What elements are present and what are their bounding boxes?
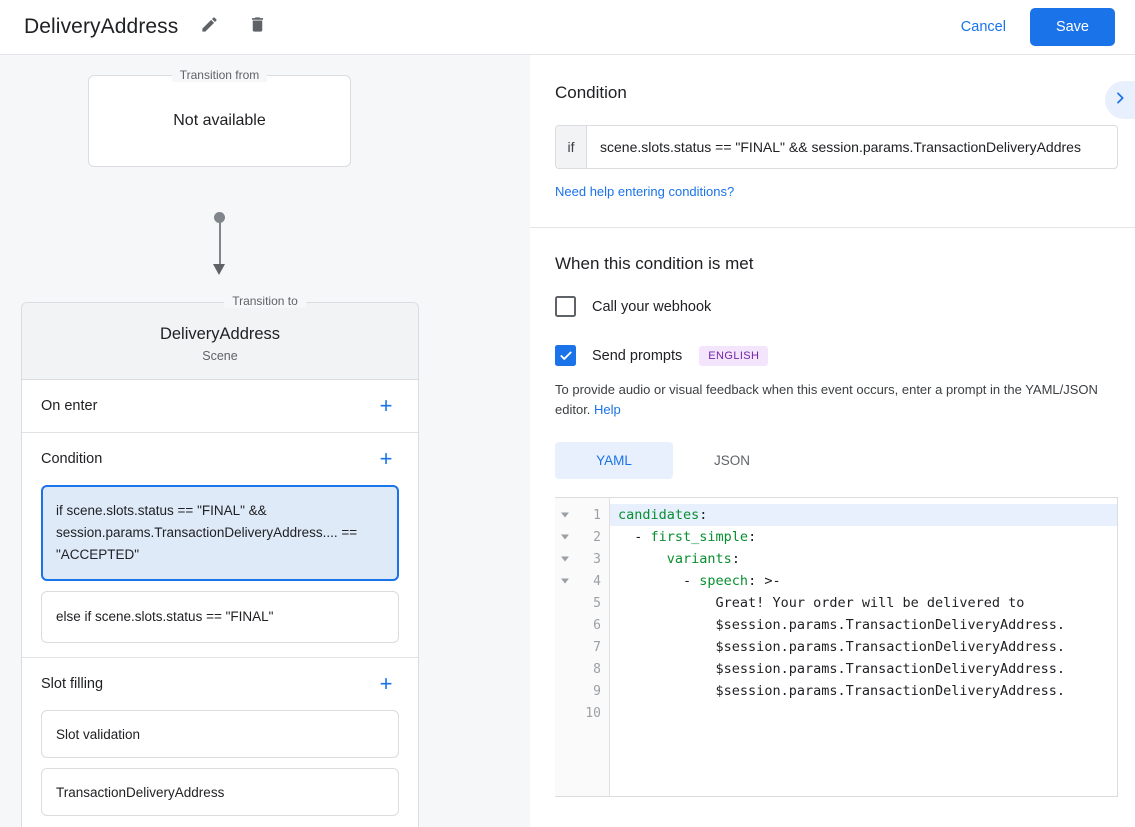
right-panel: Condition if Need help entering conditio… [530, 55, 1135, 827]
expand-panel-button[interactable] [1105, 81, 1135, 119]
add-icon[interactable]: + [379, 671, 393, 696]
code-line: $session.params.TransactionDeliveryAddre… [715, 639, 1066, 655]
condition-list-item[interactable]: if scene.slots.status == "FINAL" && sess… [41, 485, 399, 581]
condition-heading: Condition [555, 83, 627, 102]
cancel-button[interactable]: Cancel [945, 10, 1022, 44]
left-panel: Transition from Not available Transition… [0, 55, 530, 827]
section-header: Slot filling + [41, 658, 399, 710]
section-title: Slot filling [41, 676, 104, 692]
prompt-description: To provide audio or visual feedback when… [555, 380, 1122, 420]
call-webhook-checkbox[interactable] [555, 296, 576, 317]
fold-caret-icon[interactable] [561, 556, 569, 562]
section-header: Condition + [41, 433, 399, 485]
code-line: $session.params.TransactionDeliveryAddre… [715, 617, 1066, 633]
top-bar-actions: Cancel Save [945, 8, 1115, 46]
connector-line [219, 217, 221, 267]
code-line: Great! Your order will be delivered to [715, 595, 1025, 611]
line-number: 7 [593, 639, 601, 655]
transition-to-name: DeliveryAddress [159, 325, 281, 343]
condition-if-label: if [556, 126, 587, 168]
list-item[interactable]: TransactionDeliveryAddress [41, 768, 399, 816]
condition-input-row[interactable]: if [555, 125, 1118, 169]
condition-input[interactable] [587, 126, 1117, 168]
list-item[interactable]: Slot validation [41, 710, 399, 758]
scene-sections: On enter + Condition + if scene.slots.status… [22, 380, 418, 827]
transition-to-header: DeliveryAddress Scene [22, 303, 418, 380]
pencil-icon [200, 15, 219, 39]
line-number: 4 [555, 570, 609, 592]
condition-list-item[interactable]: else if scene.slots.status == "FINAL" [41, 591, 399, 643]
code-line: - speech: >- [618, 573, 781, 589]
section-condition: Condition + if scene.slots.status == "FINA… [22, 433, 418, 658]
page-title: DeliveryAddress [24, 15, 179, 38]
transition-to-subtitle: Scene [202, 349, 238, 363]
send-prompts-label: Send prompts [592, 347, 683, 364]
when-condition-met-section: When this condition is met Call your web… [530, 228, 1135, 797]
code-line: variants: [666, 551, 740, 567]
code-line: candidates: [610, 504, 1117, 526]
call-webhook-label: Call your webhook [592, 298, 712, 315]
webhook-row[interactable]: Call your webhook [555, 296, 1135, 317]
app-top-bar: DeliveryAddress Cancel Save [0, 0, 1135, 55]
delete-button[interactable] [240, 10, 274, 44]
section-header: On enter + [41, 380, 399, 432]
section-on-enter: On enter + [22, 380, 418, 433]
line-number: 2 [555, 526, 609, 548]
add-icon[interactable]: + [379, 393, 393, 418]
code-line: $session.params.TransactionDeliveryAddre… [715, 683, 1066, 699]
condition-section: Condition if Need help entering conditio… [530, 55, 1135, 228]
transition-from-card: Transition from Not available [88, 68, 351, 167]
prompt-help-link[interactable]: Help [594, 402, 621, 417]
line-number: 8 [593, 661, 601, 677]
line-number: 1 [555, 504, 609, 526]
code-line: - first_simple: [618, 529, 757, 545]
transition-from-legend: Transition from [171, 68, 268, 82]
chevron-right-icon [1112, 90, 1128, 111]
line-number: 5 [593, 595, 601, 611]
line-number: 3 [555, 548, 609, 570]
condition-help-link[interactable]: Need help entering conditions? [555, 184, 735, 199]
language-chip[interactable]: ENGLISH [699, 345, 769, 366]
section-body: if scene.slots.status == "FINAL" && sess… [41, 485, 399, 657]
fold-caret-icon[interactable] [561, 578, 569, 584]
tab-json[interactable]: JSON [713, 453, 750, 468]
prompt-description-text: To provide audio or visual feedback when… [555, 382, 1098, 417]
section-title: Condition [41, 451, 103, 467]
trash-icon [248, 15, 267, 39]
edit-name-button[interactable] [192, 10, 226, 44]
editor-format-tabs: YAML JSON [555, 442, 1135, 479]
code-line: $session.params.TransactionDeliveryAddre… [715, 661, 1066, 677]
transition-to-legend: Transition to [224, 294, 306, 308]
send-prompts-row[interactable]: Send prompts ENGLISH [555, 345, 1135, 366]
add-icon[interactable]: + [379, 446, 393, 471]
fold-caret-icon[interactable] [561, 512, 569, 518]
send-prompts-checkbox[interactable] [555, 345, 576, 366]
line-number: 10 [585, 705, 601, 721]
when-met-heading: When this condition is met [555, 254, 754, 273]
section-title: On enter [41, 398, 98, 414]
fold-caret-icon[interactable] [561, 534, 569, 540]
code-line [610, 702, 1117, 724]
line-number: 6 [593, 617, 601, 633]
save-button[interactable]: Save [1029, 8, 1115, 46]
code-editor-content[interactable]: candidates: - first_simple: variants: - … [610, 498, 1117, 796]
tab-yaml[interactable]: YAML [555, 442, 673, 479]
transition-from-value: Not available [173, 112, 266, 129]
connector-arrow-icon [213, 264, 225, 275]
transition-to-card: DeliveryAddress Scene On enter+Condition… [21, 302, 419, 827]
line-number: 9 [593, 683, 601, 699]
